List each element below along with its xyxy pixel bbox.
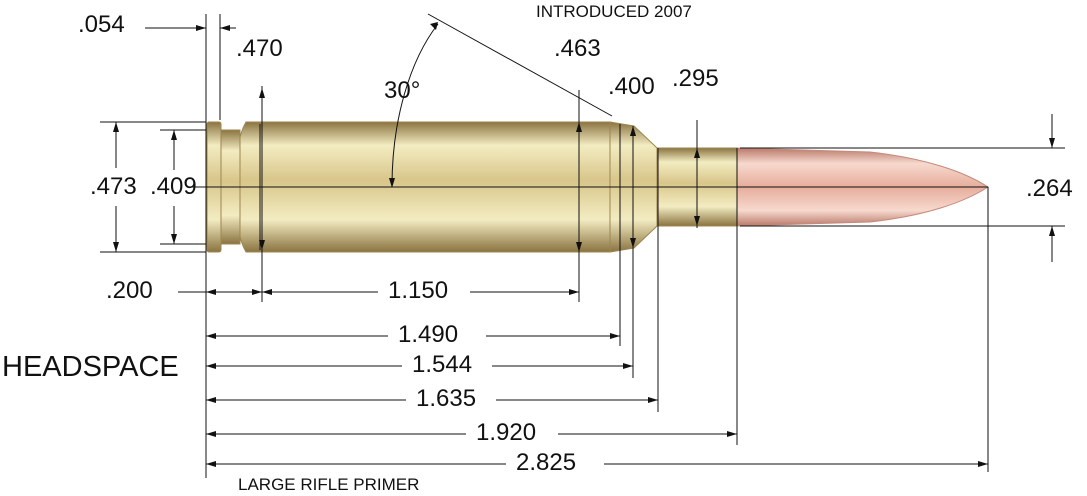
- primer-label: LARGE RIFLE PRIMER: [238, 475, 419, 494]
- shoulder-start-label: 1.490: [398, 321, 458, 348]
- case-length-label: 1.920: [476, 419, 536, 446]
- introduced-label: INTRODUCED 2007: [536, 2, 692, 21]
- neck-start-label: 1.635: [416, 385, 476, 412]
- base-diameter-label: .473: [90, 173, 137, 200]
- neck-base-diameter-label: .400: [608, 73, 655, 100]
- bullet-diameter-label: .264: [1026, 175, 1073, 202]
- dimension-labels: INTRODUCED 2007 .054 .470 30° .463 .400 …: [2, 2, 1073, 494]
- headspace-value-label: 1.544: [412, 351, 472, 378]
- dimension-lines: [100, 13, 1065, 478]
- arrowheads: [113, 22, 1055, 467]
- shoulder-diameter-label: .463: [554, 35, 601, 62]
- headspace-label: HEADSPACE: [2, 351, 179, 383]
- shoulder-angle-label: 30°: [384, 77, 420, 104]
- overall-length-label: 2.825: [516, 449, 576, 476]
- body-length-label: 1.150: [388, 277, 448, 304]
- neck-diameter-label: .295: [672, 65, 719, 92]
- rim-thickness-label: .054: [78, 11, 125, 38]
- rim-diameter-label: .470: [236, 35, 283, 62]
- extractor-to-body-label: .200: [106, 277, 153, 304]
- groove-diameter-label: .409: [150, 173, 197, 200]
